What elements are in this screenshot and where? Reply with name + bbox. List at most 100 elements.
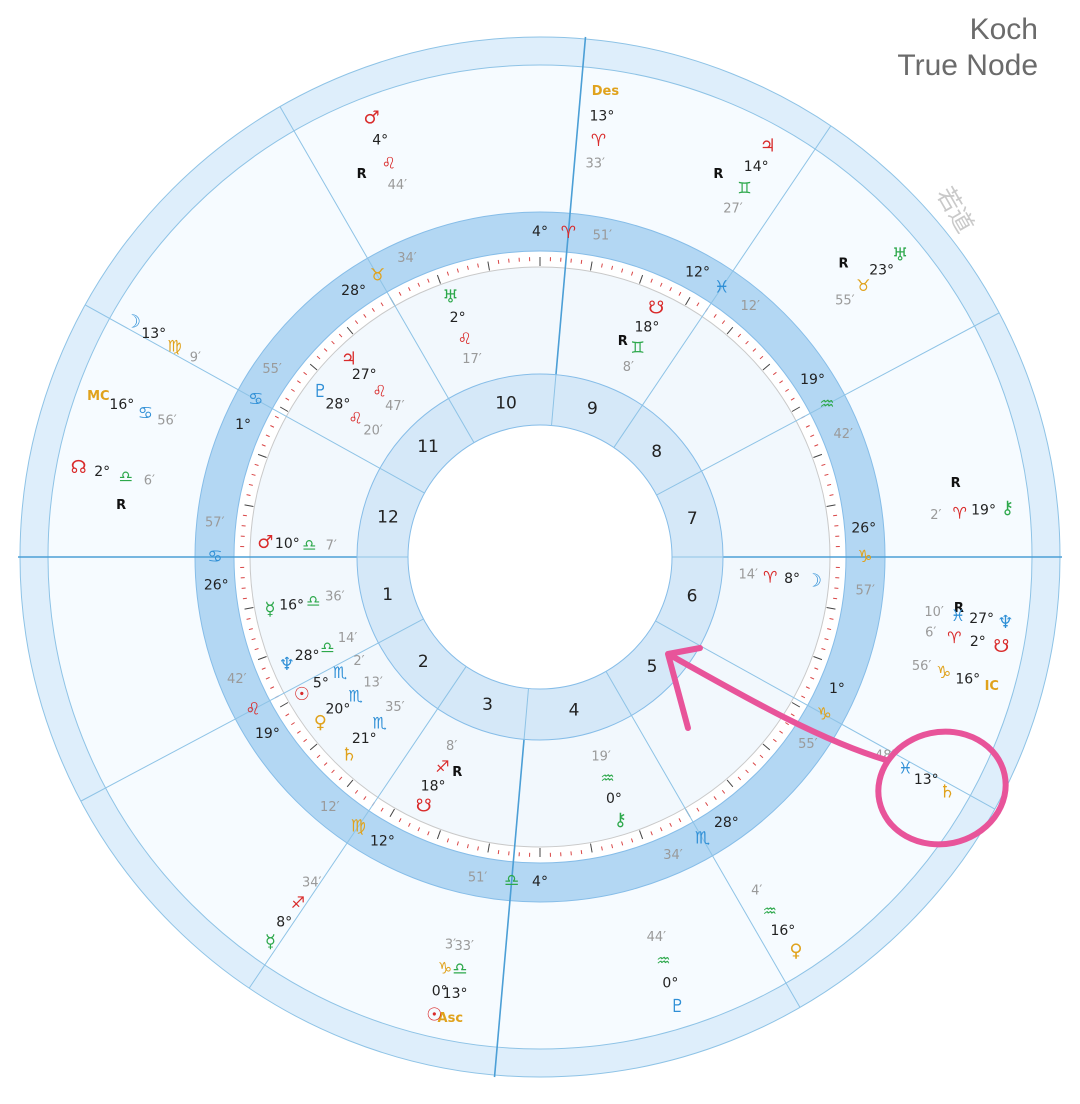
retrograde-marker: R xyxy=(357,167,367,182)
planet-glyph: ☉ xyxy=(426,1004,442,1025)
cusp-degree: 19° xyxy=(255,726,280,742)
cusp-sign-glyph: ♏︎ xyxy=(695,828,710,848)
planet-sign-glyph: ♏︎ xyxy=(348,687,362,706)
degree-tick xyxy=(285,713,290,717)
degree-tick xyxy=(265,676,270,680)
degree-tick xyxy=(242,514,247,517)
planet-sign-glyph: ♈︎ xyxy=(947,628,961,647)
degree-tick xyxy=(291,388,295,392)
house-divider xyxy=(523,688,529,740)
degree-tick xyxy=(745,340,749,345)
planet-degree: 2° xyxy=(94,464,110,480)
degree-tick xyxy=(291,722,295,726)
planet-degree: 16° xyxy=(770,923,795,939)
degree-tick xyxy=(427,278,430,283)
degree-tick xyxy=(265,434,270,438)
planet-sign-glyph: ♌︎ xyxy=(348,408,362,427)
degree-tick xyxy=(477,846,479,851)
house-number: 11 xyxy=(417,437,439,457)
planet-sign-glyph: ♌︎ xyxy=(372,381,386,400)
degree-tick xyxy=(630,838,634,843)
planet-minute: 47′ xyxy=(385,399,405,414)
planet-minute: 9′ xyxy=(190,351,201,366)
house-number: 6 xyxy=(687,586,698,606)
degree-tick xyxy=(639,274,644,284)
degree-tick xyxy=(427,831,430,836)
planet-minute: 2′ xyxy=(353,654,364,669)
degree-tick xyxy=(790,713,795,717)
planet-minute: 34′ xyxy=(302,876,322,891)
angle-sign-glyph: ♎︎ xyxy=(452,959,467,979)
planet-degree: 10° xyxy=(275,536,300,552)
planet-glyph: ☊ xyxy=(71,457,87,478)
house-number: 12 xyxy=(377,508,399,528)
degree-tick xyxy=(696,302,700,307)
house-cusp-line xyxy=(699,645,996,810)
cusp-sign-glyph: ♑︎ xyxy=(857,547,872,567)
house-cusp-line xyxy=(84,304,381,469)
degree-tick xyxy=(477,263,479,268)
planet-sign-glyph: ♊︎ xyxy=(737,178,751,197)
planet-glyph: ⚷ xyxy=(1001,497,1014,518)
degree-tick xyxy=(772,371,777,376)
house-number: 3 xyxy=(482,695,493,715)
degree-tick xyxy=(285,397,290,401)
retrograde-marker: R xyxy=(839,256,849,271)
planet-degree: 5° xyxy=(313,676,329,692)
degree-tick xyxy=(261,667,266,670)
planet-degree: 27° xyxy=(969,611,994,627)
house-cusp-line xyxy=(641,125,832,406)
degree-tick xyxy=(446,271,450,276)
degree-tick xyxy=(254,647,259,651)
planet-glyph: ☿ xyxy=(265,932,276,953)
degree-tick xyxy=(762,363,771,371)
degree-tick xyxy=(827,483,832,486)
degree-tick xyxy=(246,618,251,620)
house-divider xyxy=(448,398,475,443)
degree-tick xyxy=(270,686,275,689)
annotation-arrow xyxy=(667,652,889,763)
planet-degree: 8° xyxy=(276,914,292,930)
planet-glyph: ♇ xyxy=(312,381,328,402)
planet-degree: 14° xyxy=(744,159,769,175)
house-number: 2 xyxy=(418,652,429,672)
degree-tick xyxy=(261,444,266,447)
planet-minute: 27′ xyxy=(723,201,743,216)
planet-glyph: ☿ xyxy=(265,599,276,620)
cusp-sign-glyph: ♉︎ xyxy=(370,266,385,286)
degree-tick xyxy=(466,844,469,849)
degree-tick xyxy=(805,425,810,428)
planet-minute: 3′ xyxy=(445,937,456,952)
planet-glyph: ⚷ xyxy=(614,809,627,830)
degree-tick xyxy=(779,730,783,734)
planet-glyph: ☋ xyxy=(648,297,664,318)
degree-tick xyxy=(244,607,254,610)
degree-tick xyxy=(408,287,411,292)
degree-tick xyxy=(785,388,789,392)
degree-tick xyxy=(303,738,308,743)
degree-tick xyxy=(639,830,644,840)
planet-glyph: ☽ xyxy=(125,312,141,333)
planet-degree: 20° xyxy=(326,701,351,717)
degree-tick xyxy=(601,846,603,851)
house-system-label: Koch xyxy=(969,13,1038,46)
planet-minute: 17′ xyxy=(462,352,482,367)
planet-minute: 10′ xyxy=(924,605,944,620)
degree-tick xyxy=(466,265,469,270)
degree-tick xyxy=(752,348,757,352)
angle-sign-glyph: ♋︎ xyxy=(138,403,153,423)
angle-sign-glyph: ♑︎ xyxy=(936,663,951,683)
degree-tick xyxy=(251,473,256,476)
retrograde-marker: R xyxy=(116,498,126,513)
degree-tick xyxy=(826,504,836,507)
degree-tick xyxy=(669,287,672,292)
degree-tick xyxy=(826,607,836,610)
planet-sign-glyph: ♓︎ xyxy=(898,759,912,778)
degree-tick xyxy=(338,333,343,338)
degree-tick xyxy=(248,483,253,486)
planet-sign-glyph: ♑︎ xyxy=(438,959,452,978)
degree-tick xyxy=(721,320,726,325)
house-number: 5 xyxy=(647,657,658,677)
house-divider xyxy=(613,405,643,448)
